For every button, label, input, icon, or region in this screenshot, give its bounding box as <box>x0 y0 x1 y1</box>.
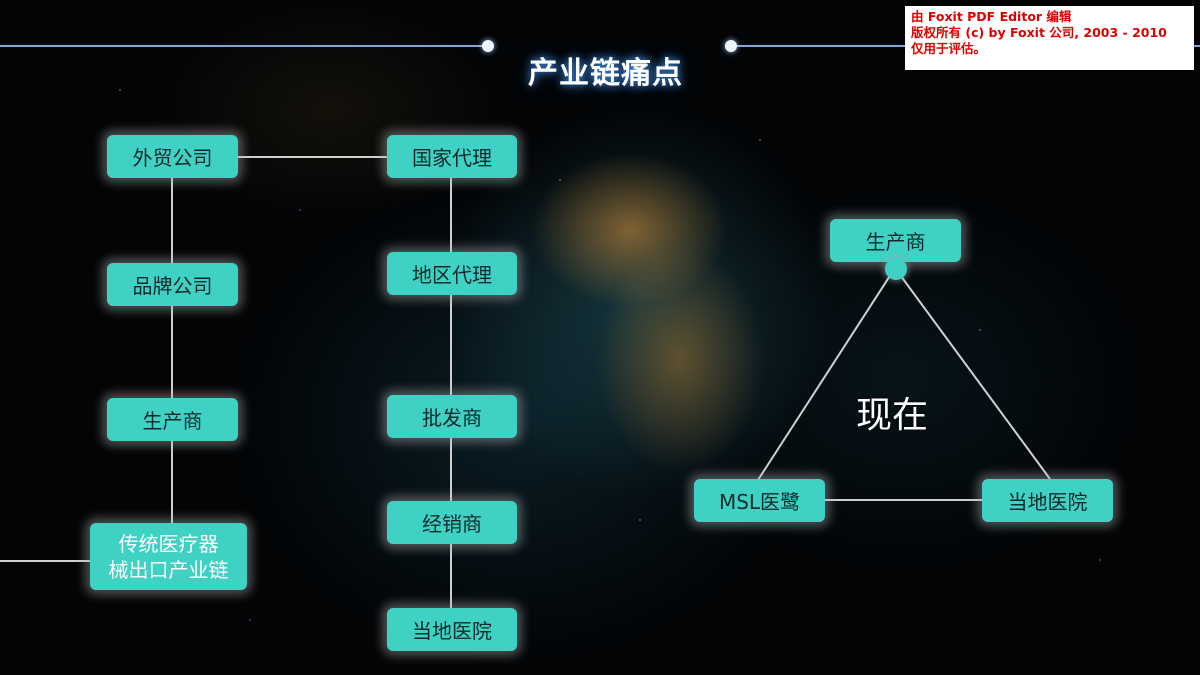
header-dot-left <box>482 40 494 52</box>
node-waimao: 外贸公司 <box>107 135 238 178</box>
watermark-line3: 仅用于评估。 <box>911 41 987 56</box>
watermark-line2: 版权所有 (c) by Foxit 公司, 2003 - 2010 <box>911 25 1167 40</box>
node-label: 经销商 <box>422 512 482 536</box>
node-shengchan-top: 生产商 <box>830 219 961 262</box>
node-label: 生产商 <box>865 230 926 254</box>
node-shengchan-left: 生产商 <box>107 398 238 441</box>
node-label-line1: 传统医疗器 <box>118 531 219 556</box>
node-label: 外贸公司 <box>132 146 213 170</box>
triangle-apex-dot <box>885 258 907 280</box>
node-label: MSL医鹭 <box>718 490 801 514</box>
watermark-line1: 由 Foxit PDF Editor 编辑 <box>911 9 1072 24</box>
node-pifa: 批发商 <box>387 395 517 438</box>
node-label: 地区代理 <box>412 263 492 287</box>
node-yiyuan-middle: 当地医院 <box>387 608 517 651</box>
node-msl: MSL医鹭 <box>694 479 825 522</box>
node-label: 批发商 <box>422 406 482 430</box>
node-label: 生产商 <box>142 409 203 433</box>
foxit-watermark: 由 Foxit PDF Editor 编辑 版权所有 (c) by Foxit … <box>905 6 1194 70</box>
node-pinpai: 品牌公司 <box>107 263 238 306</box>
node-diqu: 地区代理 <box>387 252 517 295</box>
header-dot-right <box>725 40 737 52</box>
node-traditional-chain: 传统医疗器 械出口产业链 <box>90 523 247 590</box>
node-yiyuan-right: 当地医院 <box>982 479 1113 522</box>
node-label: 国家代理 <box>412 146 492 170</box>
center-label-now: 现在 <box>856 395 929 436</box>
node-jingxiao: 经销商 <box>387 501 517 544</box>
node-label: 当地医院 <box>1007 490 1088 514</box>
node-guojia: 国家代理 <box>387 135 517 178</box>
node-label: 品牌公司 <box>132 274 213 298</box>
node-label-line2: 械出口产业链 <box>108 557 229 582</box>
node-label: 当地医院 <box>412 619 492 643</box>
slide-title: 产业链痛点 <box>528 56 683 91</box>
